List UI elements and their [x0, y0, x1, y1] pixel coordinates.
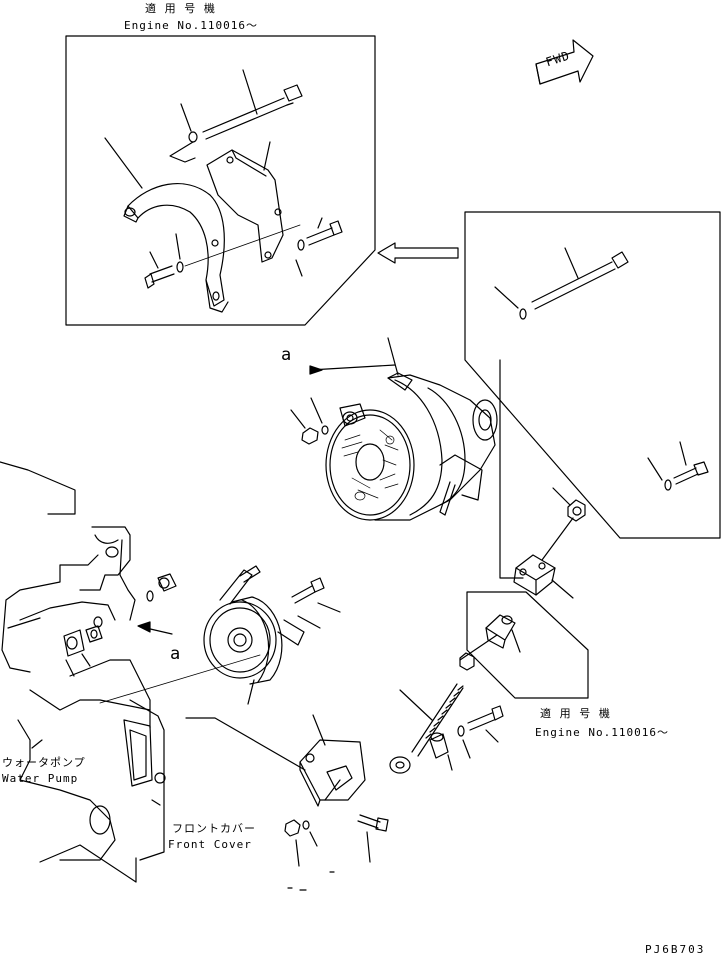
serial-label-top-en: Engine No.110016～	[124, 19, 258, 32]
water-pump-label-jp: ウォータポンプ	[2, 756, 86, 769]
inset-frame-right	[464, 211, 721, 539]
adjust-block	[513, 487, 586, 599]
front-cover-label-en: Front Cover	[168, 838, 252, 851]
plate-bracket	[206, 141, 284, 263]
adjust-rod	[389, 652, 475, 774]
inset-frame-lower-right	[459, 591, 589, 699]
engine-block	[0, 461, 166, 883]
alternator-short-bolt	[647, 441, 709, 491]
water-pump-label-en: Water Pump	[2, 772, 79, 785]
washer-left	[175, 233, 184, 273]
bolt-left	[144, 251, 175, 289]
serial-label-top-jp: 適 用 号 機	[145, 2, 216, 15]
pulley	[203, 565, 305, 705]
pulley-bolt	[291, 577, 341, 629]
centerline-pulley	[99, 654, 261, 704]
view-mark-upper: a	[281, 345, 292, 365]
inset-frame-top	[65, 35, 376, 326]
view-mark-lower: a	[170, 644, 181, 664]
frame-right-drop	[499, 359, 524, 579]
shroud-bracket	[104, 137, 229, 313]
alternator-long-bolt	[494, 247, 629, 320]
fwd-arrow-icon	[535, 39, 594, 85]
alternator	[309, 337, 498, 521]
bolt-right	[295, 217, 343, 277]
front-cover-label-jp: フロントカバー	[172, 822, 256, 835]
serial-label-bottom-jp: 適 用 号 機	[540, 707, 611, 720]
water-pump-leader	[31, 739, 43, 749]
frame-lower-leader	[185, 717, 306, 771]
serial-label-bottom-en: Engine No.110016～	[535, 726, 669, 739]
drawing-code: PJ6B703	[645, 943, 706, 956]
long-bolt-top	[202, 69, 303, 140]
washer-top	[180, 103, 198, 143]
rod-spacer	[429, 705, 504, 771]
inset-arrow	[377, 242, 459, 264]
mount-bolts	[284, 814, 389, 867]
leader-zigzag	[169, 141, 196, 163]
mount-bracket	[299, 714, 366, 807]
front-cover-leader	[151, 799, 161, 806]
alternator-nut	[290, 397, 329, 445]
centerline-top	[184, 224, 301, 267]
engine-fittings	[65, 573, 177, 677]
